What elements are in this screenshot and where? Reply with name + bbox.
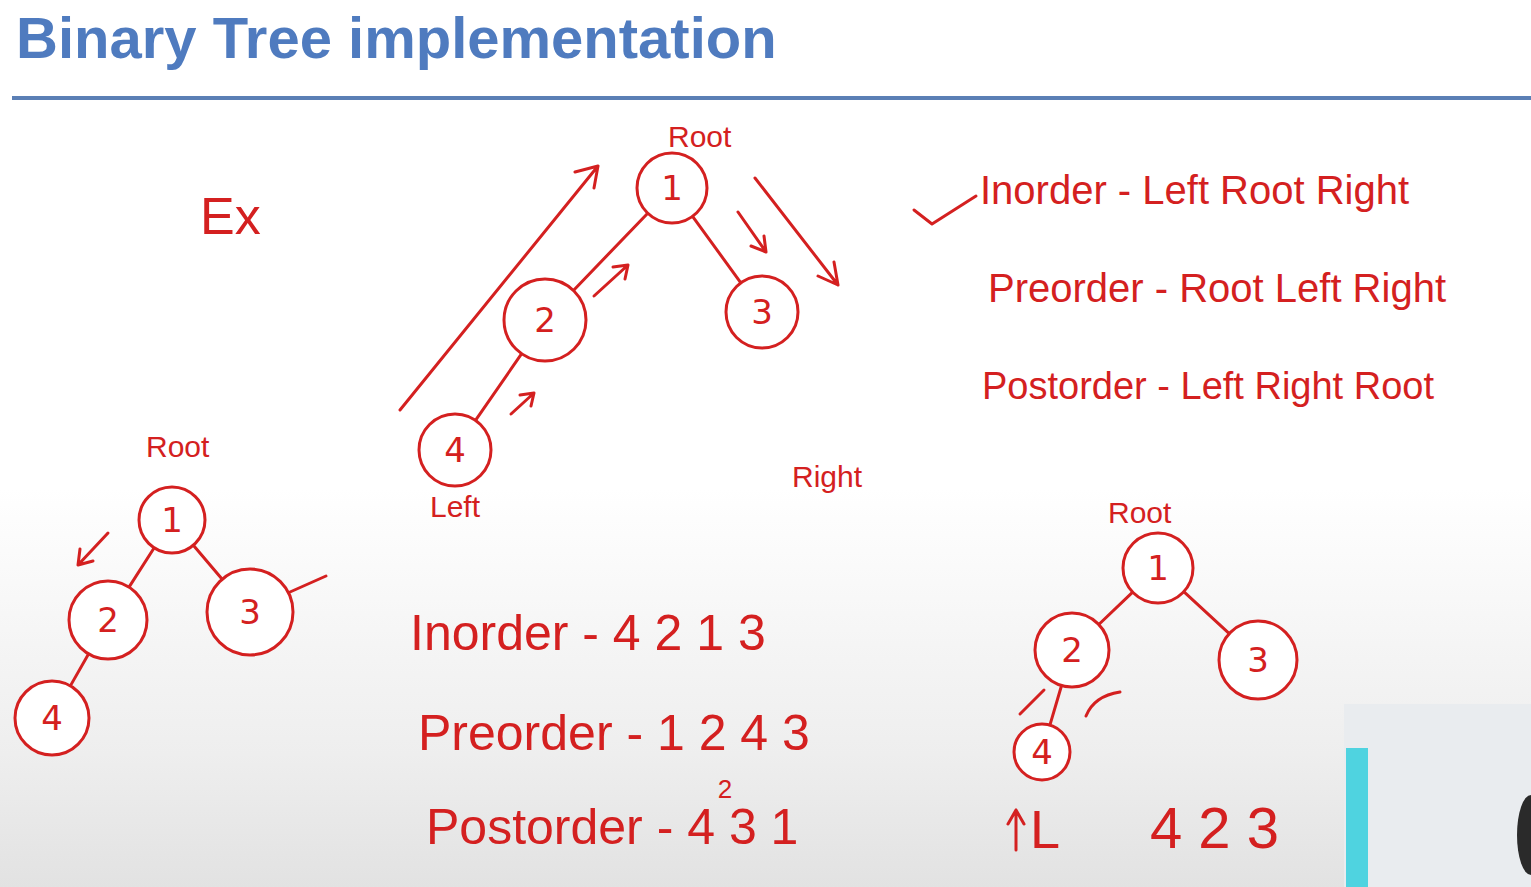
- handwritten-note: Right: [792, 460, 862, 493]
- handwritten-note: Preorder - Root Left Right: [988, 266, 1446, 310]
- tree-branch: [475, 354, 521, 421]
- node-number: 1: [1147, 551, 1169, 585]
- tree-node: 3: [724, 274, 800, 350]
- handwritten-note: Root: [146, 430, 209, 463]
- node-number: 3: [751, 295, 773, 329]
- traversal-arrow: [738, 212, 766, 252]
- handwritten-note: Postorder - Left Right Root: [982, 366, 1434, 408]
- node-number: 2: [534, 303, 556, 337]
- tree-node: 4: [1012, 722, 1072, 782]
- node-number: 2: [1061, 633, 1083, 667]
- handwritten-note: L: [1030, 800, 1060, 859]
- handwritten-note: Inorder - Left Root Right: [980, 168, 1409, 212]
- tree-branch: [1050, 685, 1062, 725]
- handwritten-note: Preorder - 1 2 4 3: [418, 706, 810, 761]
- traversal-arrow: [755, 178, 838, 285]
- traversal-arrow: [1020, 690, 1044, 714]
- tree-node: 1: [635, 151, 709, 225]
- tree-branch: [693, 216, 741, 283]
- stroke-mark: [290, 576, 326, 592]
- tree-branch: [1184, 592, 1230, 634]
- node-number: 1: [661, 171, 683, 205]
- tree-node: 1: [1121, 531, 1195, 605]
- up-arrow: [1008, 810, 1024, 850]
- slide-title: Binary Tree implementation: [16, 4, 777, 71]
- handwritten-note: Inorder - 4 2 1 3: [410, 606, 766, 661]
- tree-branch: [1099, 592, 1133, 624]
- check-mark: [914, 196, 976, 224]
- tree-node: 4: [417, 412, 493, 488]
- title-underline: [12, 96, 1531, 100]
- node-number: 2: [97, 603, 119, 637]
- tree-branch: [573, 213, 647, 290]
- handwritten-note: Root: [1108, 496, 1171, 529]
- tree-node: 4: [13, 679, 91, 757]
- traversal-arrow: [594, 265, 628, 296]
- tree-node: 3: [1217, 619, 1299, 701]
- webcam-edge: [1346, 748, 1368, 887]
- tree-node: 3: [205, 567, 295, 657]
- handwritten-note: Root: [668, 120, 731, 153]
- handwritten-note: Postorder - 4 3 1: [426, 800, 798, 855]
- node-number: 1: [161, 503, 183, 537]
- webcam-frame: [1344, 704, 1531, 887]
- tree-node: 2: [67, 579, 149, 661]
- traversal-arrow: [78, 533, 108, 565]
- node-number: 3: [239, 595, 261, 629]
- tree-node: 2: [1033, 611, 1111, 689]
- tree-branch: [193, 545, 222, 579]
- handwritten-note: Left: [430, 490, 480, 523]
- presenter-shape: [1517, 795, 1531, 875]
- node-number: 3: [1247, 643, 1269, 677]
- handwritten-note: Ex: [200, 188, 261, 245]
- traversal-arrow: [1086, 692, 1120, 716]
- node-number: 4: [1031, 735, 1053, 769]
- traversal-arrow: [511, 393, 534, 414]
- tree-branch: [70, 654, 88, 686]
- node-number: 4: [444, 433, 466, 467]
- handwritten-note: 4 2 3: [1150, 796, 1279, 860]
- node-number: 4: [41, 701, 63, 735]
- tree-node: 1: [137, 485, 207, 555]
- traversal-arrow: [400, 166, 598, 410]
- tree-node: 2: [502, 277, 588, 363]
- tree-branch: [129, 548, 154, 587]
